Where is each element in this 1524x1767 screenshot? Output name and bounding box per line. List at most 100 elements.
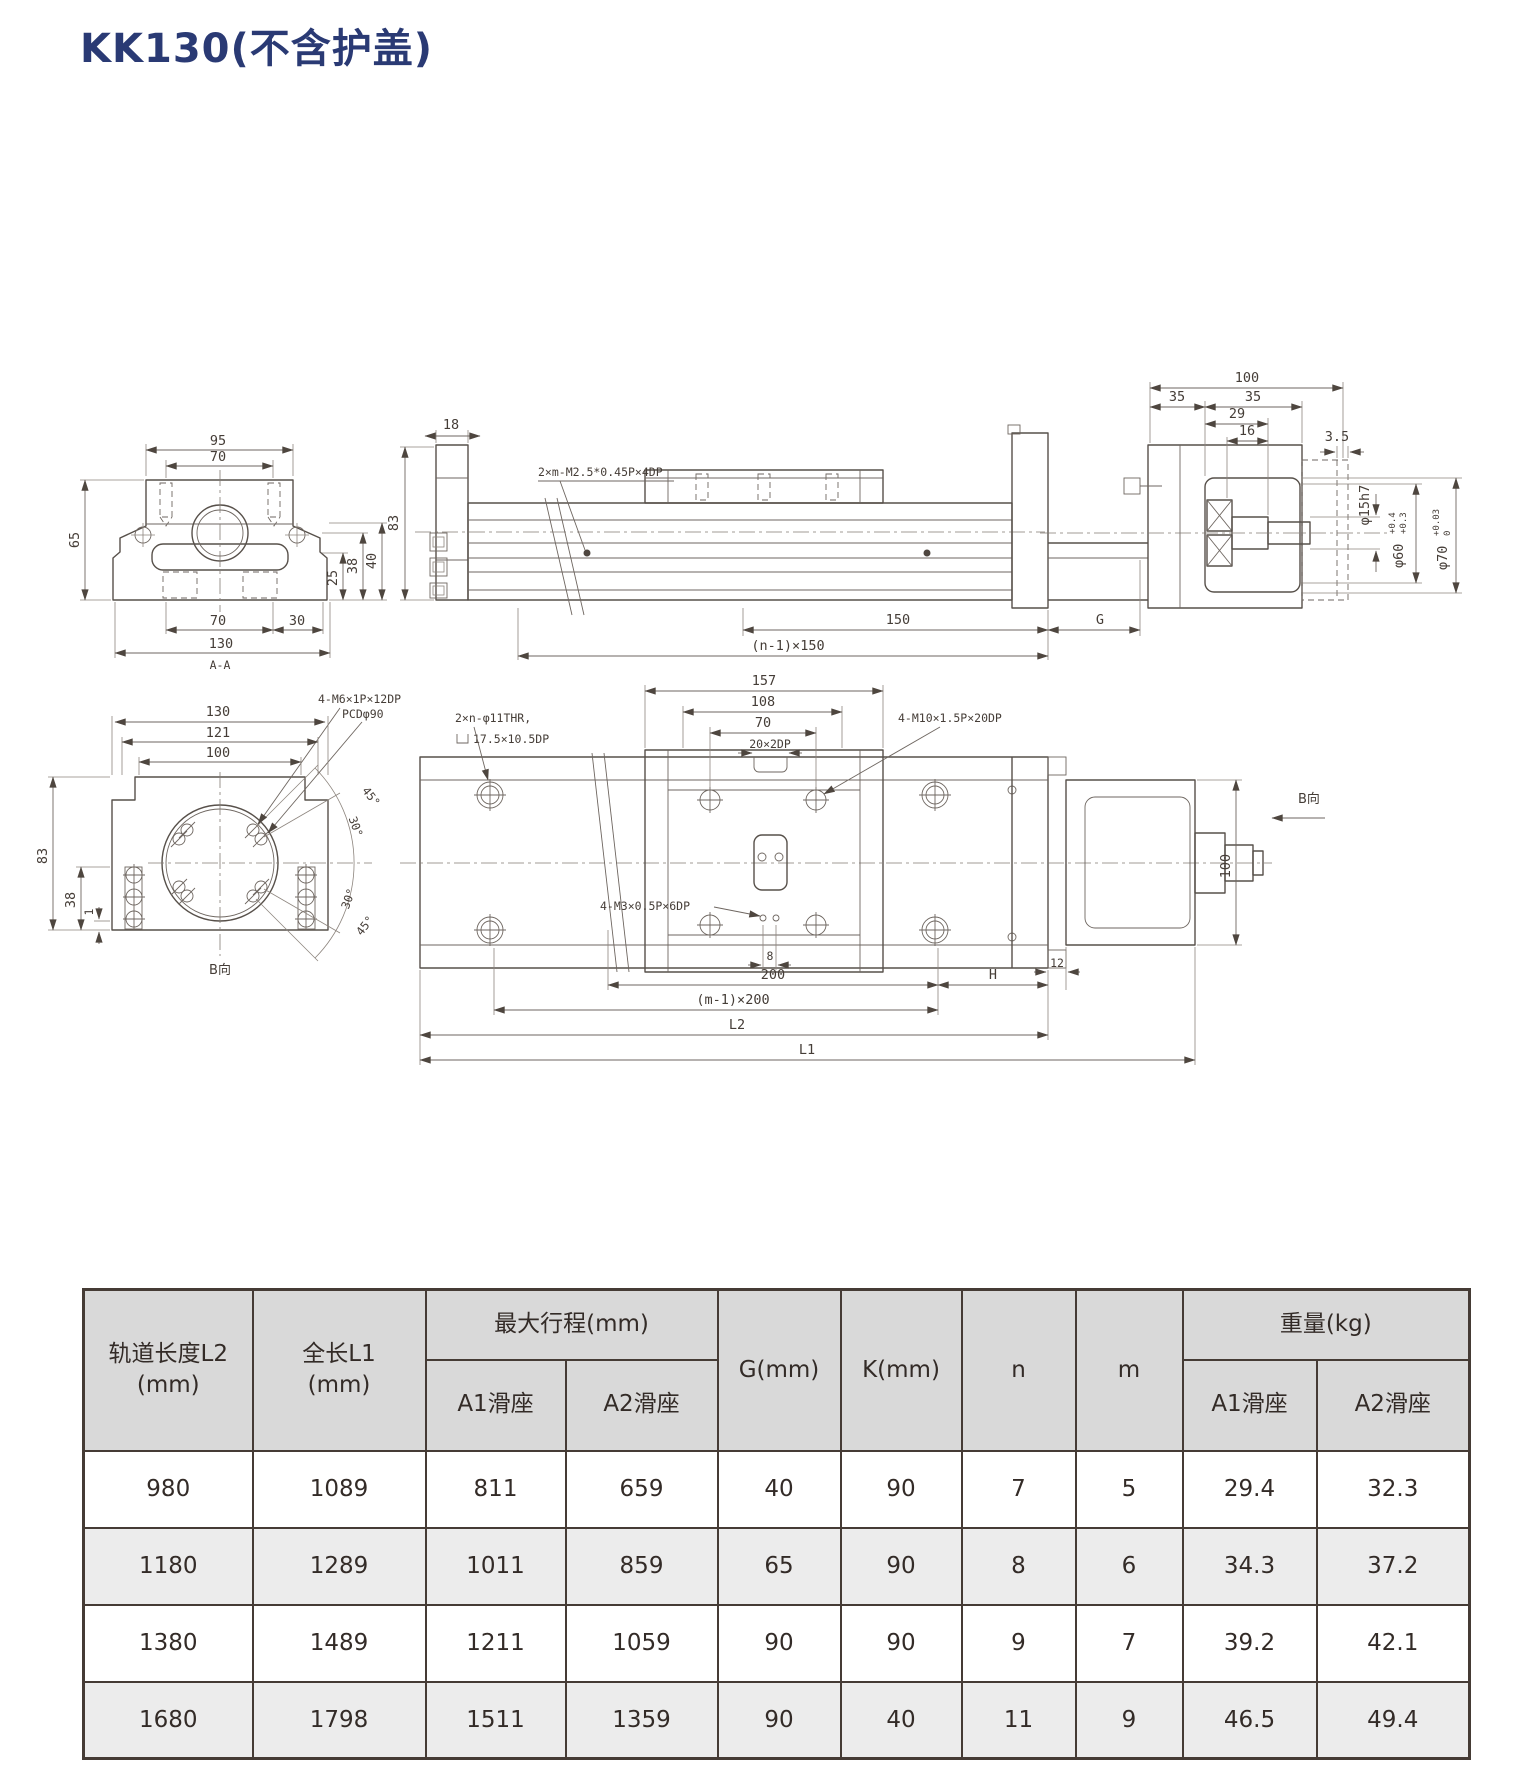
dim-dia60-tol-upper: +0.4 <box>1388 512 1398 534</box>
dim-20x2dp: 20×2DP <box>749 737 791 751</box>
cell: 90 <box>716 1680 842 1760</box>
dim-dia70-tol-lower: 0 <box>1443 531 1453 536</box>
cell: 1680 <box>82 1680 254 1760</box>
cell: 39.2 <box>1181 1603 1318 1683</box>
cell: 1489 <box>251 1603 427 1683</box>
dim-157: 157 <box>752 673 776 689</box>
dim-H: H <box>989 967 997 983</box>
dim-130: 130 <box>209 636 233 652</box>
cell: 46.5 <box>1181 1680 1318 1760</box>
col-header-g: G(mm) <box>716 1288 842 1452</box>
dim-121: 121 <box>206 725 230 741</box>
page-title: KK130(不含护盖) <box>80 26 434 72</box>
dim-100-motor: 100 <box>1235 370 1259 386</box>
col-header-max-stroke: 最大行程(mm) <box>424 1288 719 1361</box>
cell: 90 <box>839 1526 963 1606</box>
cell: 1011 <box>424 1526 567 1606</box>
cell: 1211 <box>424 1603 567 1683</box>
cell: 8 <box>960 1526 1077 1606</box>
cell: 11 <box>960 1680 1077 1760</box>
col-header-weight-a1: A1滑座 <box>1181 1358 1318 1452</box>
cell: 9 <box>1074 1680 1184 1760</box>
plan-view: 157 108 70 20×2DP 2×n-φ11THR, 17.5×10.5D… <box>400 673 1325 1065</box>
dim-dia70: φ70 <box>1435 546 1451 570</box>
angle-30-top: 30° <box>346 814 366 838</box>
dim-130-bview: 130 <box>206 704 230 720</box>
note-counterbore: 17.5×10.5DP <box>473 732 549 746</box>
col-header-weight-a2: A2滑座 <box>1315 1358 1471 1452</box>
cell: 1380 <box>82 1603 254 1683</box>
cell: 65 <box>716 1526 842 1606</box>
dim-29: 29 <box>1229 406 1245 422</box>
cell: 34.3 <box>1181 1526 1318 1606</box>
angle-30-bottom: 30° <box>338 886 358 910</box>
table-row: 980 1089 811 659 40 90 7 5 29.4 32.3 <box>82 1449 1471 1529</box>
cell: 40 <box>716 1449 842 1529</box>
cell: 37.2 <box>1315 1526 1471 1606</box>
dim-38-bview: 38 <box>63 892 79 908</box>
col-header-track-length: 轨道长度L2 (mm) <box>82 1288 254 1452</box>
dim-70-top: 70 <box>210 449 226 465</box>
cell: 90 <box>716 1603 842 1683</box>
cell: 40 <box>839 1680 963 1760</box>
dim-n1x150: (n-1)×150 <box>751 638 824 654</box>
dim-18: 18 <box>443 417 459 433</box>
cell: 859 <box>564 1526 719 1606</box>
col-header-stroke-a2: A2滑座 <box>564 1358 719 1452</box>
col-header-total-length-line2: (mm) <box>307 1372 371 1399</box>
section-aa-view: 95 70 65 25 38 40 70 30 130 A-A <box>67 433 387 672</box>
dim-200: 200 <box>761 967 785 983</box>
table-row: 1180 1289 1011 859 65 90 8 6 34.3 37.2 <box>82 1526 1471 1606</box>
col-header-total-length: 全长L1 (mm) <box>251 1288 427 1452</box>
dim-G: G <box>1096 612 1104 628</box>
note-pcd90: PCDφ90 <box>342 707 384 721</box>
table-row: 1380 1489 1211 1059 90 90 9 7 39.2 42.1 <box>82 1603 1471 1683</box>
cell: 32.3 <box>1315 1449 1471 1529</box>
dim-L1: L1 <box>799 1042 815 1058</box>
cell: 980 <box>82 1449 254 1529</box>
col-header-n: n <box>960 1288 1077 1452</box>
cell: 659 <box>564 1449 719 1529</box>
cell: 90 <box>839 1603 963 1683</box>
col-header-track-length-line2: (mm) <box>136 1372 200 1399</box>
dim-83-bview: 83 <box>35 848 51 864</box>
note-m6: 4-M6×1P×12DP <box>318 692 401 706</box>
dim-3-5: 3.5 <box>1325 429 1349 445</box>
dim-dia70-tol-upper: +0.03 <box>1432 509 1442 536</box>
angle-45-bottom: 45° <box>353 913 377 938</box>
dim-8: 8 <box>767 949 774 963</box>
dim-100-bview: 100 <box>206 745 230 761</box>
dim-30: 30 <box>289 613 305 629</box>
cell: 49.4 <box>1315 1680 1471 1760</box>
dim-m1x200: (m-1)×200 <box>696 992 769 1008</box>
dim-1: 1 <box>82 908 96 915</box>
dim-65: 65 <box>67 532 83 548</box>
cell: 7 <box>1074 1603 1184 1683</box>
dim-dia60-tol-lower: +0.3 <box>1399 512 1409 534</box>
cell: 29.4 <box>1181 1449 1318 1529</box>
cell: 1089 <box>251 1449 427 1529</box>
dim-150: 150 <box>886 612 910 628</box>
side-view: 2×m-M2.5*0.45P×4DP 18 83 150 G (n-1)×150 <box>386 417 1148 660</box>
col-header-track-length-line1: 轨道长度L2 <box>108 1341 228 1368</box>
cell: 1059 <box>564 1603 719 1683</box>
col-header-stroke-a1: A1滑座 <box>424 1358 567 1452</box>
dim-dia60: φ60 <box>1391 544 1407 568</box>
dim-100-plan: 100 <box>1218 854 1234 878</box>
cell: 1180 <box>82 1526 254 1606</box>
dim-L2: L2 <box>729 1017 745 1033</box>
col-header-k: K(mm) <box>839 1288 963 1452</box>
col-header-total-length-line1: 全长L1 <box>302 1341 376 1368</box>
spec-table: 轨道长度L2 (mm) 全长L1 (mm) 最大行程(mm) G(mm) K(m… <box>82 1288 1471 1760</box>
dim-38: 38 <box>345 558 361 574</box>
dim-35b: 35 <box>1245 389 1261 405</box>
cell: 811 <box>424 1449 567 1529</box>
dim-70-bottom: 70 <box>210 613 226 629</box>
cell: 90 <box>839 1449 963 1529</box>
dim-25: 25 <box>325 570 341 586</box>
dim-35a: 35 <box>1169 389 1185 405</box>
note-phi11-thru: 2×n-φ11THR, <box>455 711 531 725</box>
cell: 6 <box>1074 1526 1184 1606</box>
technical-drawing: 95 70 65 25 38 40 70 30 130 A-A <box>35 370 1462 1065</box>
cell: 7 <box>960 1449 1077 1529</box>
